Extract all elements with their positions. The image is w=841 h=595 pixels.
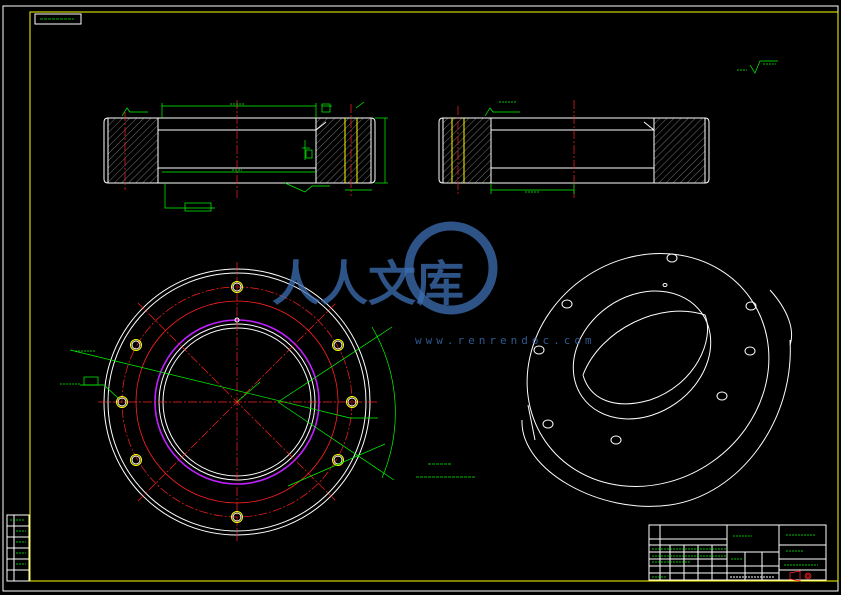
bolt-hole xyxy=(116,396,128,408)
roughness-symbol xyxy=(737,60,778,74)
bolt-hole xyxy=(130,339,142,351)
section-view-right xyxy=(438,100,710,198)
watermark: 人人文库 www.renrendoc.com xyxy=(272,221,596,347)
bolt-hole xyxy=(231,281,243,293)
left-margin-strip xyxy=(6,514,30,582)
isometric-view xyxy=(521,253,793,507)
technical-requirements xyxy=(416,463,476,478)
projection-symbol xyxy=(789,570,812,582)
bolt-hole xyxy=(332,454,344,466)
bolt-holes xyxy=(116,281,358,523)
drawing-frame xyxy=(29,11,839,582)
bolt-hole xyxy=(346,396,358,408)
top-view xyxy=(60,262,396,543)
watermark-url: www.renrendoc.com xyxy=(415,334,596,347)
section-view-left xyxy=(103,100,388,212)
title-block xyxy=(648,524,827,582)
bolt-hole xyxy=(231,511,243,523)
bolt-hole xyxy=(130,454,142,466)
watermark-text: 人人文库 xyxy=(272,256,464,312)
bolt-hole xyxy=(332,339,344,351)
frame-tag xyxy=(34,13,82,25)
